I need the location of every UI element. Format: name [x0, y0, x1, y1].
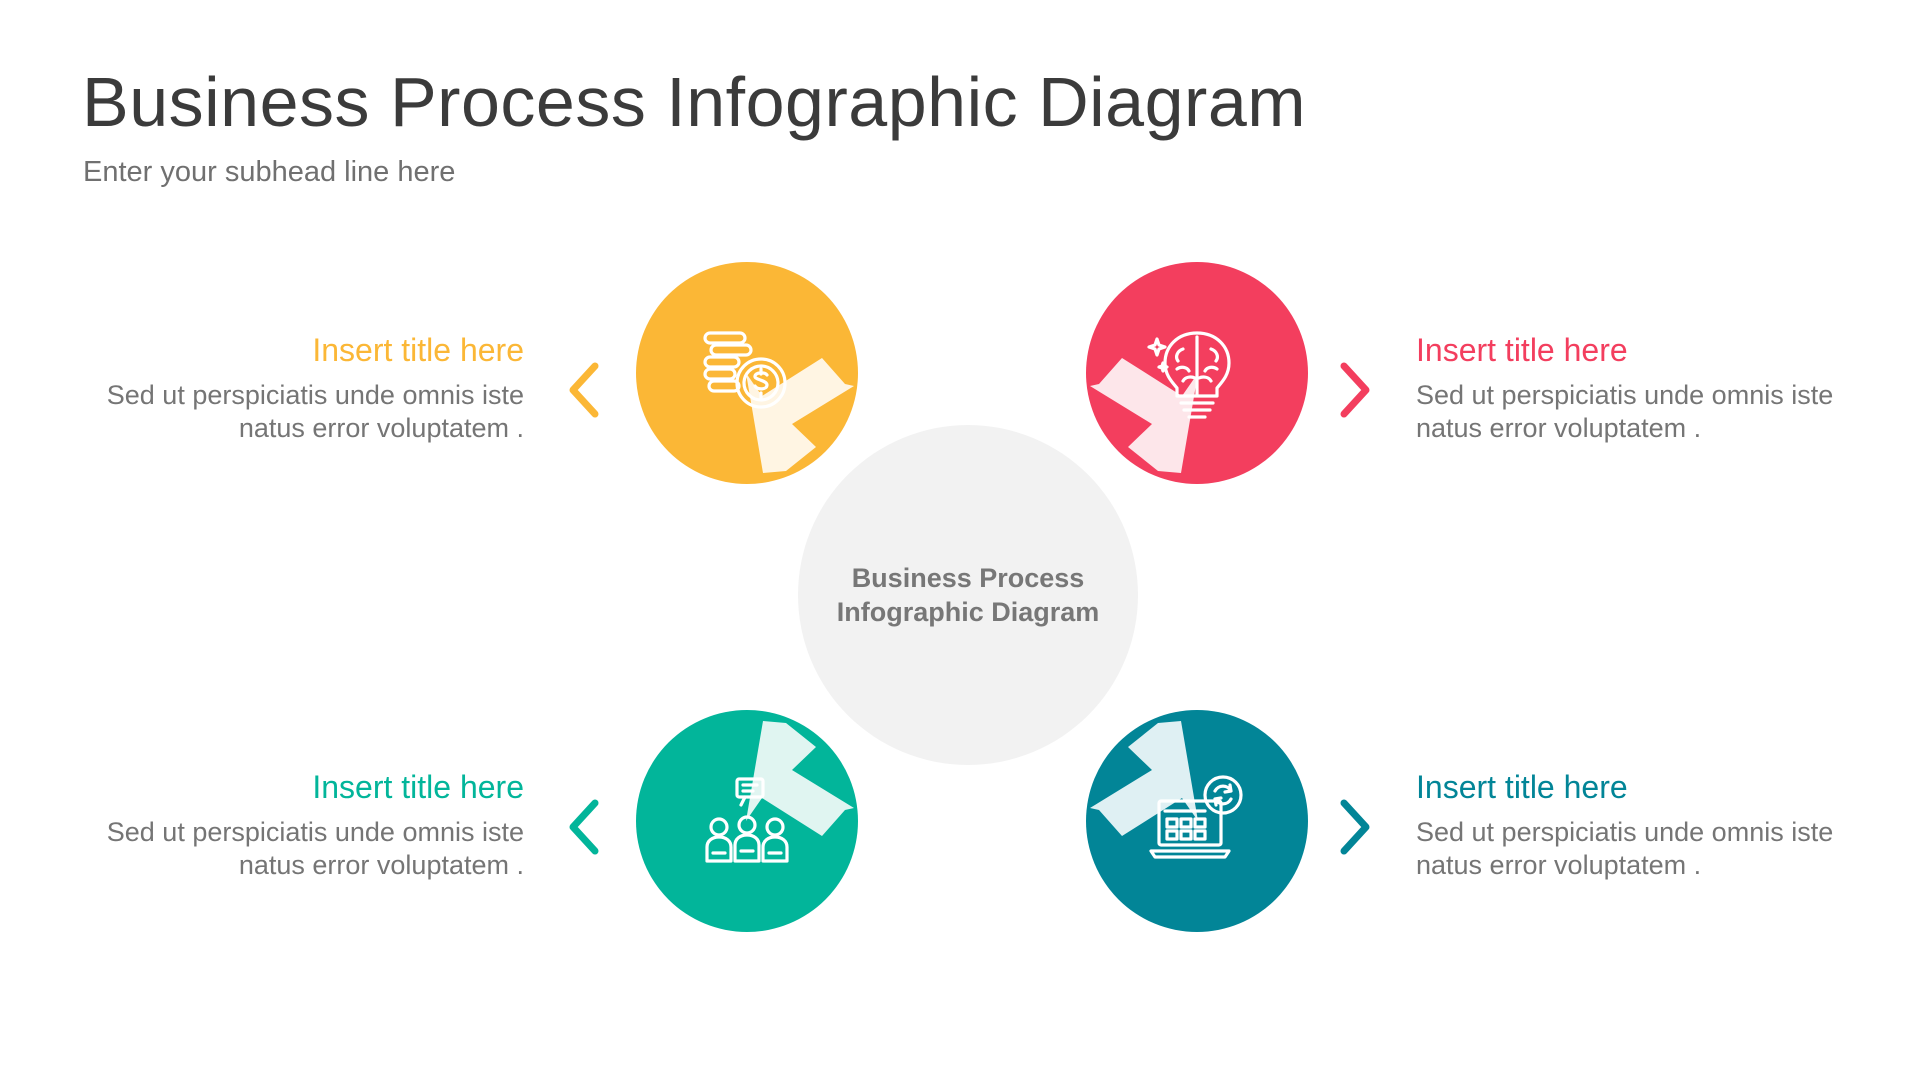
process-step-3: [636, 710, 858, 932]
step-4-title: Insert title here: [1416, 769, 1628, 805]
step-2-text: Insert title here Sed ut perspiciatis un…: [1416, 330, 1916, 445]
step-1-chevron-path: [569, 362, 599, 418]
step-4-chevron-path: [1340, 799, 1370, 855]
page-title: Business Process Infographic Diagram: [82, 63, 1307, 141]
step-3-chevron-path: [569, 799, 599, 855]
step-4-description: Sed ut perspiciatis unde omnis iste natu…: [1416, 816, 1916, 882]
center-label-line2: Infographic Diagram: [836, 597, 1100, 627]
step-2-title: Insert title here: [1416, 332, 1628, 368]
step-1-description-line1: Sed ut perspiciatis unde omnis iste: [106, 380, 524, 410]
step-2-description-line2: natus error voluptatem .: [1416, 413, 1702, 443]
coins-dollar-icon: [703, 331, 787, 409]
step-3-description-line1: Sed ut perspiciatis unde omnis iste: [106, 817, 524, 847]
step-3-title: Insert title here: [312, 769, 524, 805]
step-2-chevron-right-icon: [1340, 362, 1370, 418]
page-subtitle: Enter your subhead line here: [83, 156, 456, 188]
process-step-2: [1086, 262, 1308, 484]
step-4-description-line2: natus error voluptatem .: [1416, 850, 1702, 880]
brain-lightbulb-icon: [1147, 331, 1231, 419]
step-1-text: Insert title here Sed ut perspiciatis un…: [24, 330, 524, 445]
team-idea-icon: [705, 777, 789, 863]
step-1-description-line2: natus error voluptatem .: [238, 413, 524, 443]
center-label-line1: Business Process: [851, 563, 1085, 593]
step-3-circle: [636, 710, 858, 932]
step-4-disc: [1086, 710, 1308, 932]
step-2-description: Sed ut perspiciatis unde omnis iste natu…: [1416, 379, 1916, 445]
process-step-4: [1086, 710, 1308, 932]
step-1-inward-arrow: [746, 358, 854, 473]
step-4-text: Insert title here Sed ut perspiciatis un…: [1416, 767, 1916, 882]
step-1-title: Insert title here: [312, 332, 524, 368]
step-2-description-line1: Sed ut perspiciatis unde omnis iste: [1416, 380, 1834, 410]
step-4-circle: [1086, 710, 1308, 932]
step-4-description-line1: Sed ut perspiciatis unde omnis iste: [1416, 817, 1834, 847]
step-3-chevron-left-icon: [569, 799, 599, 855]
step-3-text: Insert title here Sed ut perspiciatis un…: [24, 767, 524, 882]
step-2-inward-arrow: [1090, 358, 1198, 473]
process-step-1: [636, 262, 858, 484]
step-4-chevron-right-icon: [1340, 799, 1370, 855]
step-3-description-line2: natus error voluptatem .: [238, 850, 524, 880]
step-3-description: Sed ut perspiciatis unde omnis iste natu…: [24, 816, 524, 882]
center-label: Business Process Infographic Diagram: [818, 561, 1118, 629]
step-2-chevron-path: [1340, 362, 1370, 418]
step-3-inward-arrow: [746, 721, 854, 836]
step-4-inward-arrow: [1090, 721, 1198, 836]
center-hub: Business Process Infographic Diagram: [798, 425, 1138, 765]
step-3-disc: [636, 710, 858, 932]
step-1-chevron-left-icon: [569, 362, 599, 418]
step-1-description: Sed ut perspiciatis unde omnis iste natu…: [24, 379, 524, 445]
laptop-sync-icon: [1149, 775, 1243, 859]
